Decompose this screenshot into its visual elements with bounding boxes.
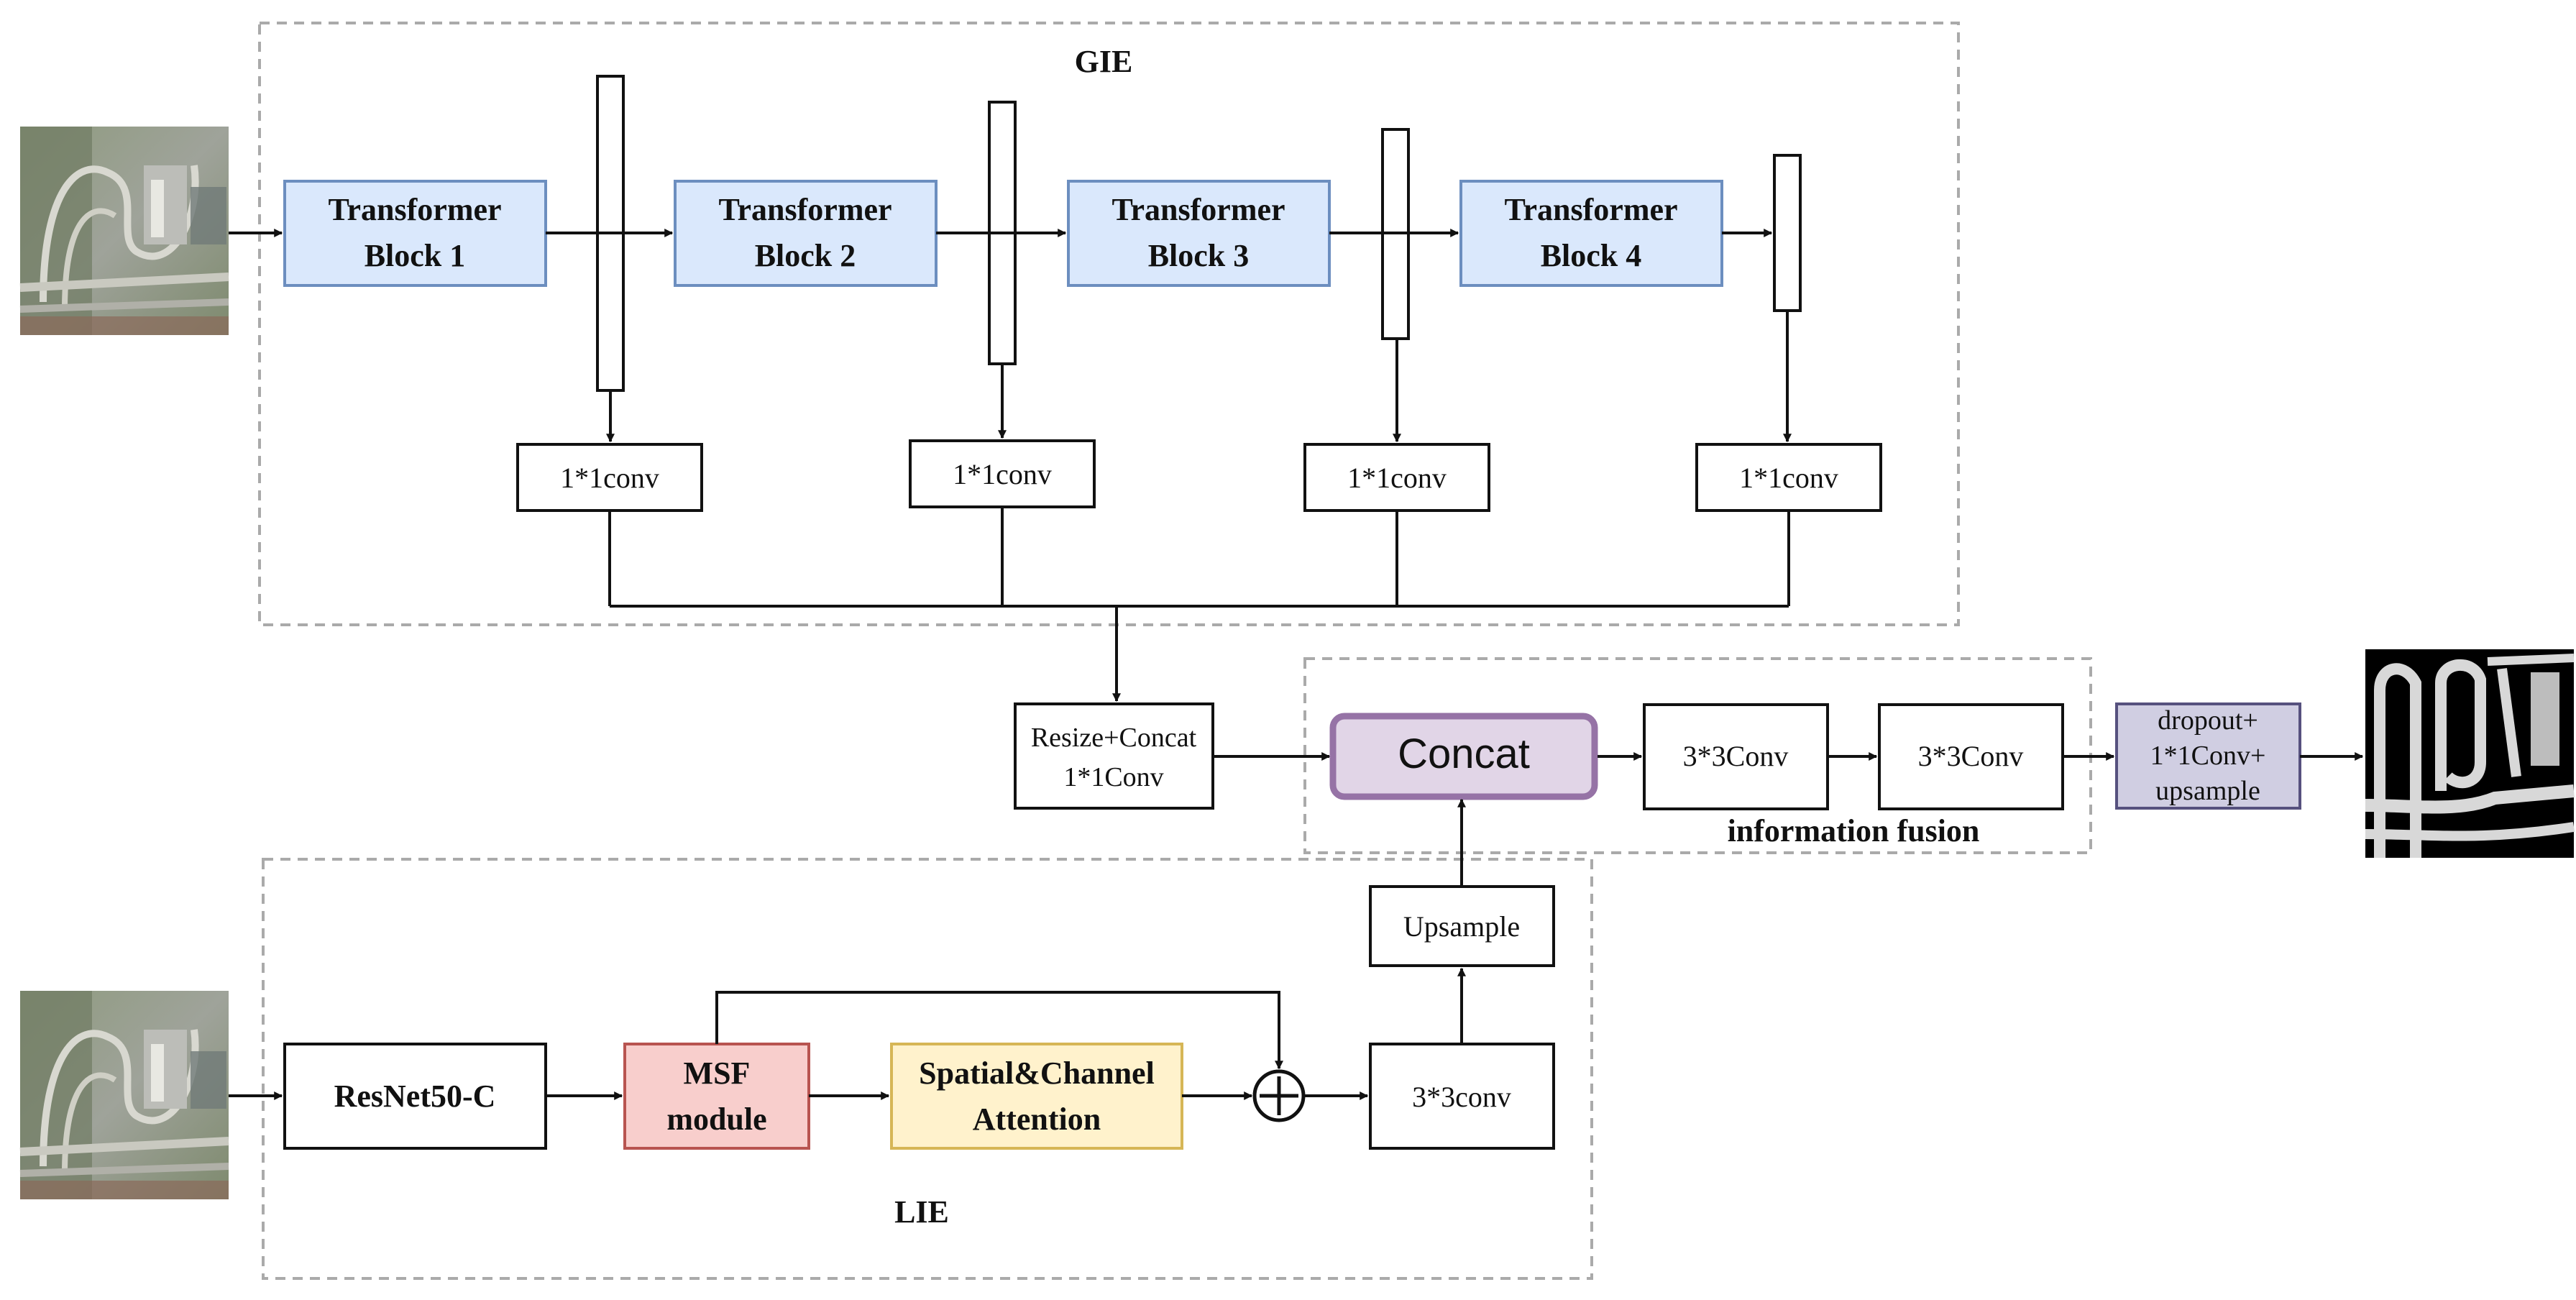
msf-line1: MSF	[684, 1056, 751, 1091]
attention-box: Spatial&Channel Attention	[890, 1043, 1183, 1150]
resnet-box: ResNet50-C	[283, 1043, 547, 1150]
transformer-block-3-line2: Block 3	[1148, 238, 1250, 273]
transformer-block-3: Transformer Block 3	[1067, 180, 1331, 287]
fusion-conv3x3-box-1: 3*3Conv	[1643, 703, 1829, 810]
conv1x1-label-4: 1*1conv	[1739, 462, 1838, 494]
elementwise-sum-icon	[1252, 1069, 1306, 1122]
input-aerial-image-top	[19, 127, 229, 335]
head-line1: dropout+	[2158, 705, 2258, 736]
conv1x1-box-3: 1*1conv	[1303, 443, 1490, 512]
upsample-label: Upsample	[1403, 910, 1520, 943]
transformer-block-1: Transformer Block 1	[283, 180, 547, 287]
transformer-block-1-line2: Block 1	[365, 238, 466, 273]
feature-map-4	[1773, 154, 1802, 312]
lie-title: LIE	[894, 1194, 949, 1230]
transformer-block-1-line1: Transformer	[328, 192, 501, 227]
segmentation-head-box: dropout+ 1*1Conv+ upsample	[2115, 702, 2301, 810]
fusion-conv3x3-label-1: 3*3Conv	[1683, 740, 1789, 772]
head-line3: upsample	[2155, 776, 2260, 806]
resnet-label: ResNet50-C	[334, 1079, 496, 1114]
attention-line1: Spatial&Channel	[919, 1056, 1155, 1091]
head-line2: 1*1Conv+	[2150, 741, 2266, 771]
output-road-mask-image	[2365, 649, 2575, 858]
resize-concat-line1: Resize+Concat	[1031, 723, 1197, 753]
transformer-block-2: Transformer Block 2	[674, 180, 938, 287]
lie-conv3x3-box: 3*3conv	[1369, 1043, 1555, 1150]
transformer-block-4: Transformer Block 4	[1459, 180, 1723, 287]
resize-concat-box: Resize+Concat 1*1Conv	[1014, 702, 1214, 810]
transformer-block-4-line2: Block 4	[1541, 238, 1642, 273]
msf-line2: module	[666, 1102, 766, 1137]
attention-line2: Attention	[973, 1102, 1101, 1137]
resize-concat-line2: 1*1Conv	[1063, 762, 1163, 792]
lie-conv3x3-label: 3*3conv	[1412, 1081, 1511, 1113]
conv1x1-box-4: 1*1conv	[1695, 443, 1882, 512]
fusion-title: information fusion	[1728, 813, 1980, 848]
conv1x1-label-1: 1*1conv	[560, 462, 659, 494]
concat-label: Concat	[1398, 731, 1530, 777]
fusion-conv3x3-box-2: 3*3Conv	[1878, 703, 2064, 810]
transformer-block-2-line1: Transformer	[718, 192, 891, 227]
conv1x1-label-2: 1*1conv	[953, 458, 1052, 490]
transformer-block-3-line1: Transformer	[1111, 192, 1285, 227]
fusion-conv3x3-label-2: 3*3Conv	[1918, 740, 2024, 772]
transformer-block-2-line2: Block 2	[755, 238, 856, 273]
upsample-box: Upsample	[1369, 885, 1555, 967]
conv1x1-box-2: 1*1conv	[909, 439, 1096, 508]
gie-region	[258, 22, 1960, 626]
conv1x1-label-3: 1*1conv	[1347, 462, 1447, 494]
msf-module-box: MSF module	[623, 1043, 810, 1150]
lie-region	[262, 858, 1593, 1280]
input-aerial-image-bottom	[19, 991, 229, 1199]
gie-title: GIE	[1075, 44, 1133, 79]
lie-connectors	[229, 798, 1466, 1100]
transformer-block-4-line1: Transformer	[1504, 192, 1677, 227]
concat-box: Concat	[1329, 713, 1598, 800]
gie-connectors	[229, 229, 1792, 702]
conv1x1-box-1: 1*1conv	[516, 443, 703, 512]
